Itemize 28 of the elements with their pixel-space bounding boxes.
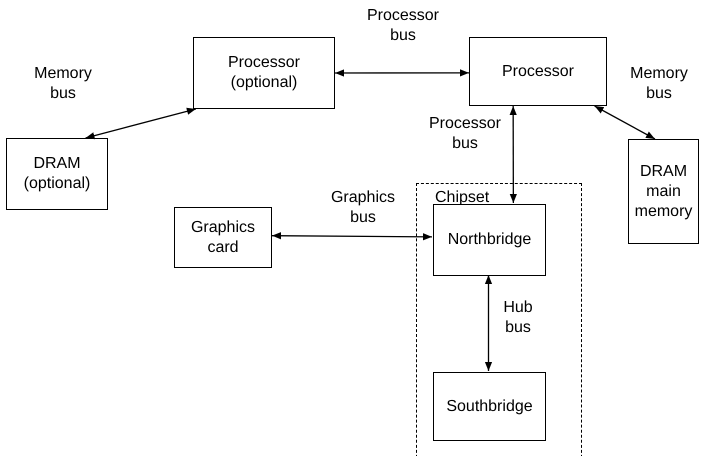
box-text: Northbridge	[446, 230, 532, 250]
bus-arrow	[272, 232, 432, 240]
box-text: Southbridge	[445, 396, 534, 416]
box-text: Processor (optional)	[226, 53, 302, 93]
bus-arrow	[335, 69, 469, 77]
box-text: Graphics card	[190, 218, 256, 258]
edge-label: Memory bus	[33, 64, 93, 104]
bus-arrow	[85, 108, 196, 140]
box-text: Processor	[500, 62, 576, 82]
chipset-region	[416, 183, 582, 456]
edge-label: Memory bus	[629, 64, 689, 104]
edge-label: Processor bus	[366, 6, 440, 46]
edge-label: Hub bus	[502, 298, 534, 338]
component-box	[174, 207, 272, 268]
component-box	[6, 138, 108, 210]
bus-arrow	[594, 105, 656, 140]
region-title: Chipset	[435, 188, 490, 208]
edge-label: Graphics bus	[330, 188, 396, 228]
component-box	[433, 372, 546, 441]
component-box	[469, 37, 607, 106]
component-box	[433, 204, 546, 276]
bus-arrow	[510, 106, 517, 203]
box-text: DRAM (optional)	[22, 154, 92, 194]
component-box	[628, 139, 699, 244]
component-box	[193, 37, 335, 109]
box-text: DRAM main memory	[634, 162, 694, 222]
edge-label: Processor bus	[428, 114, 502, 154]
bus-arrow	[484, 275, 492, 371]
